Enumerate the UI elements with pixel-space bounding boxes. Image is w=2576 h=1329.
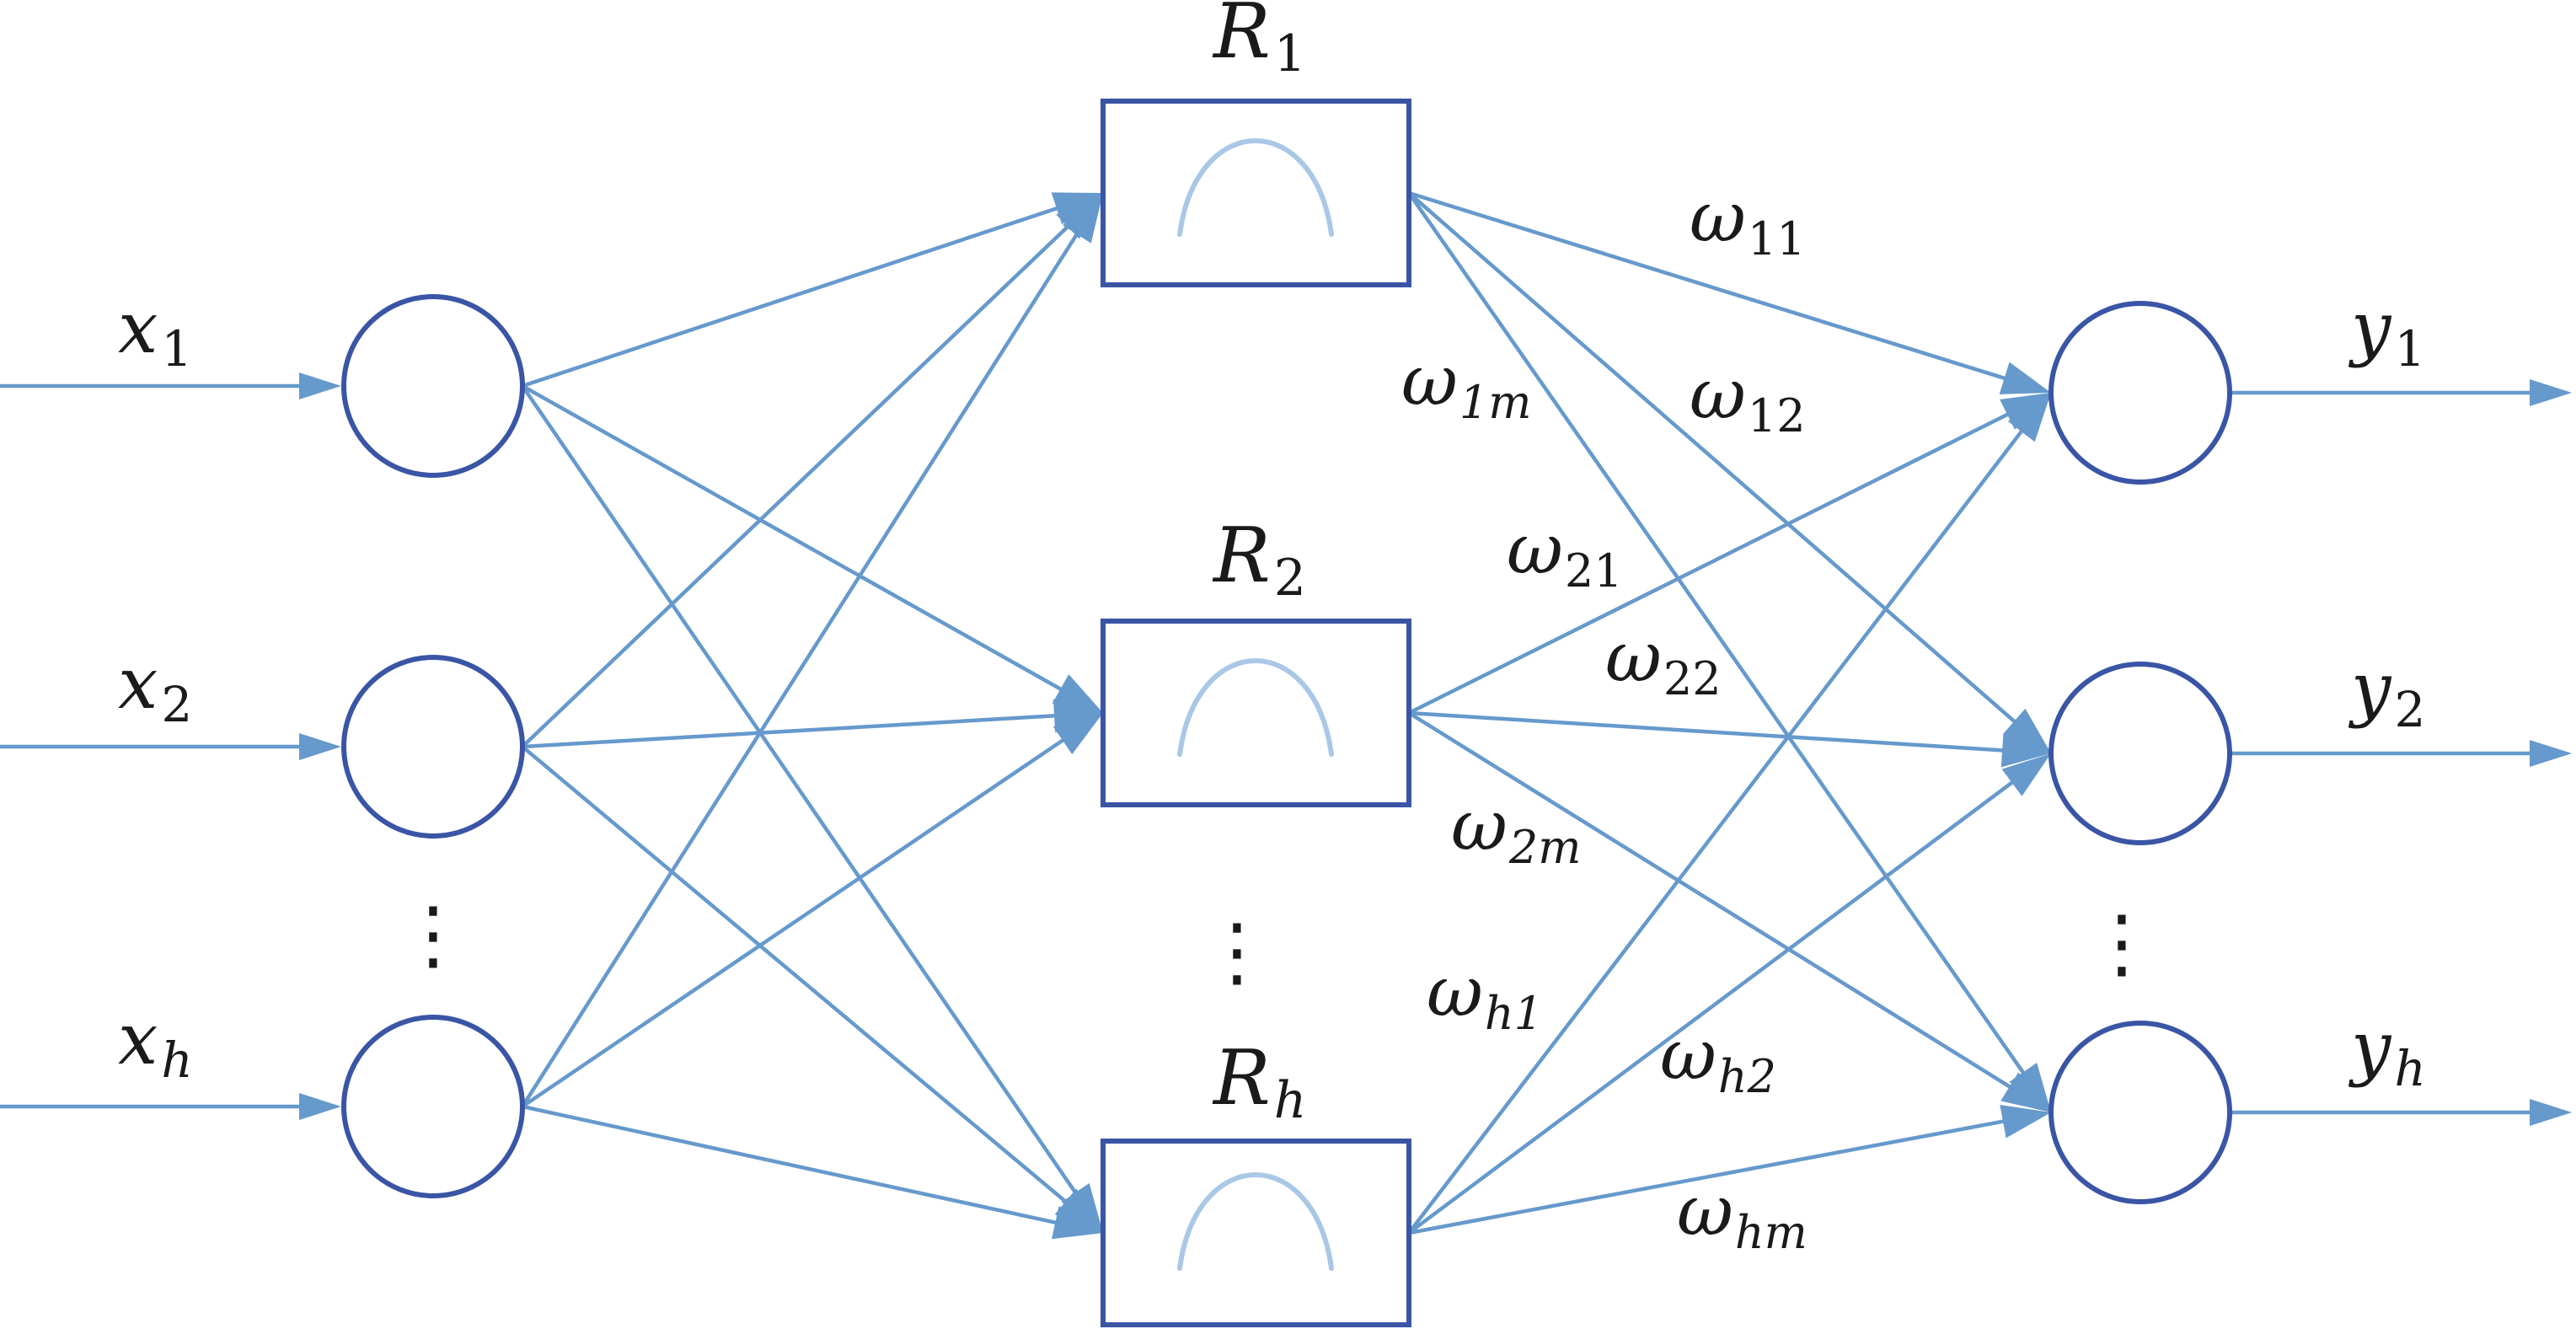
hidden-node-h — [1101, 1139, 1411, 1327]
weight-label-h1: ωh1 — [1427, 952, 1543, 1040]
hidden-label-2: R2 — [1212, 512, 1306, 608]
edge-Rh-yh-head — [2000, 1105, 2051, 1139]
edge-xh-R1 — [521, 228, 1082, 1108]
input-arrowhead-h — [299, 1093, 341, 1120]
edge-xh-R2-head — [1052, 713, 1103, 755]
input-arrows — [0, 372, 341, 1120]
output-arrowhead-2 — [2530, 740, 2572, 767]
edge-R2-yh-head — [2000, 1072, 2051, 1112]
gaussian-curve-icon — [1177, 138, 1334, 237]
gaussian-curve-icon — [1177, 658, 1334, 757]
edge-x1-Rh — [521, 384, 1080, 1198]
input-hidden-connections — [521, 192, 1103, 1240]
edge-x2-Rh — [521, 745, 1071, 1207]
output-node-1 — [2048, 301, 2232, 485]
edge-Rh-y2-head — [2001, 753, 2051, 796]
edge-xh-Rh-head — [1052, 1206, 1103, 1240]
output-node-h — [2048, 1021, 2232, 1204]
input-arrowhead-2 — [299, 733, 341, 760]
output-arrowhead-h — [2530, 1099, 2572, 1126]
weight-label-1m: ω1m — [1401, 341, 1531, 429]
output-layer — [2048, 301, 2232, 1204]
edge-x1-R1 — [522, 205, 1063, 389]
input-layer — [341, 294, 525, 1198]
output-arrows — [2231, 379, 2572, 1126]
output-node-2 — [2048, 662, 2232, 845]
edge-R1-y1 — [1408, 190, 2011, 382]
edge-Rh-y1 — [1407, 426, 2027, 1235]
input-label-1: x1 — [118, 287, 192, 378]
weight-label-22: ω22 — [1605, 618, 1722, 705]
weight-label-2m: ω2m — [1451, 786, 1581, 874]
input-label-2: x2 — [118, 642, 192, 733]
edge-xh-R2 — [521, 736, 1068, 1108]
input-arrowhead-1 — [299, 372, 341, 399]
edge-R1-y2 — [1407, 191, 2020, 726]
edge-Rh-y2 — [1407, 778, 2017, 1235]
weight-label-hm: ωhm — [1677, 1171, 1807, 1259]
gaussian-curve-icon — [1177, 1172, 1334, 1271]
edge-R2-yh — [1407, 711, 2016, 1091]
edge-R2-y2 — [1408, 710, 2008, 753]
edge-x1-R2 — [521, 384, 1066, 694]
hidden-ellipsis: ⋮ — [1199, 908, 1275, 996]
edge-R1-y1-head — [1999, 362, 2051, 394]
edge-Rh-y1-head — [2007, 393, 2051, 442]
edge-xh-R1-head — [1063, 193, 1103, 244]
hidden-label-h: Rh — [1212, 1034, 1306, 1130]
hidden-output-connections — [1407, 190, 2051, 1235]
weight-label-21: ω21 — [1507, 510, 1623, 598]
weight-label-11: ω11 — [1690, 178, 1806, 265]
output-arrowhead-1 — [2530, 379, 2572, 406]
edge-R1-y2-head — [2003, 708, 2051, 753]
input-node-2 — [341, 655, 525, 839]
hidden-layer — [1101, 99, 1411, 1327]
hidden-node-2 — [1101, 619, 1411, 807]
input-node-1 — [341, 294, 525, 478]
weight-label-h2: ωh2 — [1660, 1016, 1776, 1103]
hidden-node-1 — [1101, 99, 1411, 287]
weight-label-12: ω12 — [1690, 355, 1806, 442]
output-label-h: yh — [2348, 1006, 2426, 1097]
edge-x2-R1 — [521, 222, 1073, 748]
edge-x2-R2 — [522, 713, 1060, 749]
output-ellipsis: ⋮ — [2084, 899, 2160, 988]
hidden-label-1: R1 — [1212, 0, 1306, 83]
input-node-h — [341, 1015, 525, 1198]
input-label-h: xh — [118, 998, 193, 1089]
edge-Rh-yh — [1408, 1118, 2009, 1235]
edge-x2-Rh-head — [1054, 1188, 1103, 1233]
output-label-2: y2 — [2348, 647, 2425, 738]
edge-xh-Rh — [522, 1104, 1061, 1226]
edge-R2-y2-head — [2000, 733, 2051, 768]
input-ellipsis: ⋮ — [395, 891, 471, 979]
edge-R1-yh — [1407, 191, 2028, 1078]
edge-R2-y1 — [1407, 410, 2013, 715]
output-label-1: y1 — [2348, 287, 2425, 378]
